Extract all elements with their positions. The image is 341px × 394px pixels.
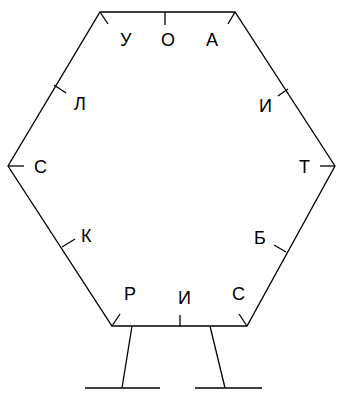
tick — [278, 89, 288, 96]
leg — [122, 326, 132, 388]
letter-label: И — [178, 288, 191, 308]
tick — [164, 12, 165, 25]
letter-label: С — [34, 157, 47, 177]
letter-label: Т — [299, 157, 310, 177]
tick — [62, 239, 75, 247]
tick — [54, 85, 66, 93]
tick — [274, 245, 286, 252]
foot — [85, 387, 160, 388]
letter-label: С — [232, 284, 245, 304]
letter-label: Б — [254, 228, 266, 248]
letter-label: Р — [124, 284, 136, 304]
letter-label: А — [206, 30, 218, 50]
tick — [320, 165, 335, 166]
letter-label: О — [161, 30, 175, 50]
letter-label: У — [120, 30, 131, 50]
leg — [210, 326, 225, 388]
tick — [8, 165, 24, 166]
tick — [239, 314, 247, 326]
letter-label: Л — [74, 94, 86, 114]
foot — [195, 387, 262, 388]
tick — [179, 315, 180, 326]
tick — [112, 314, 120, 326]
tick — [228, 12, 235, 24]
letter-label: К — [81, 226, 92, 246]
hexagon-body — [8, 12, 335, 326]
letter-label: И — [259, 96, 272, 116]
tick — [100, 12, 108, 24]
